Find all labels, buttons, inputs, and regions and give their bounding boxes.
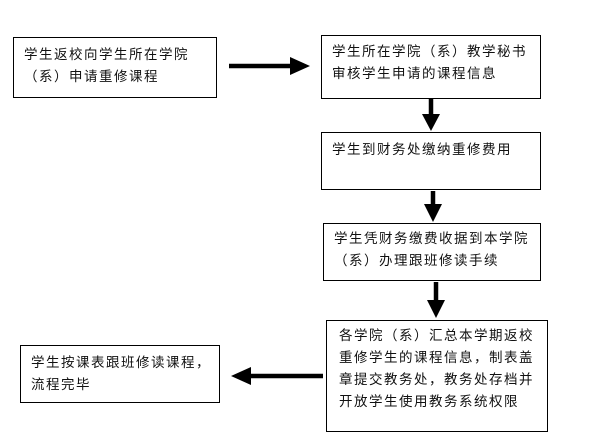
step-text-summarize-submit: 各学院（系）汇总本学期返校重修学生的课程信息，制表盖章提交教务处，教务处存档并开…	[339, 328, 534, 410]
arrow-step1-to-step2	[229, 57, 310, 75]
step-box-attend-class: 学生按课表跟班修读课程，流程完毕	[20, 345, 220, 403]
step-box-review: 学生所在学院（系）教学秘书审核学生申请的课程信息	[321, 35, 541, 99]
step-box-register-class: 学生凭财务缴费收据到本学院（系）办理跟班修读手续	[323, 223, 541, 281]
step-text-review: 学生所在学院（系）教学秘书审核学生申请的课程信息	[332, 44, 527, 82]
step-box-pay-fee: 学生到财务处缴纳重修费用	[321, 132, 541, 190]
step-text-apply: 学生返校向学生所在学院（系）申请重修课程	[24, 47, 189, 85]
step-box-summarize-submit: 各学院（系）汇总本学期返校重修学生的课程信息，制表盖章提交教务处，教务处存档并开…	[326, 320, 548, 432]
arrow-step5-to-step6	[231, 367, 323, 385]
arrow-step2-to-step3	[422, 99, 440, 131]
step-text-pay-fee: 学生到财务处缴纳重修费用	[332, 142, 512, 158]
step-text-attend-class: 学生按课表跟班修读课程，流程完毕	[31, 355, 211, 393]
step-text-register-class: 学生凭财务缴费收据到本学院（系）办理跟班修读手续	[334, 231, 529, 269]
arrow-step3-to-step4	[424, 191, 442, 222]
arrow-step4-to-step5	[427, 282, 445, 318]
step-box-apply: 学生返校向学生所在学院（系）申请重修课程	[13, 37, 217, 98]
